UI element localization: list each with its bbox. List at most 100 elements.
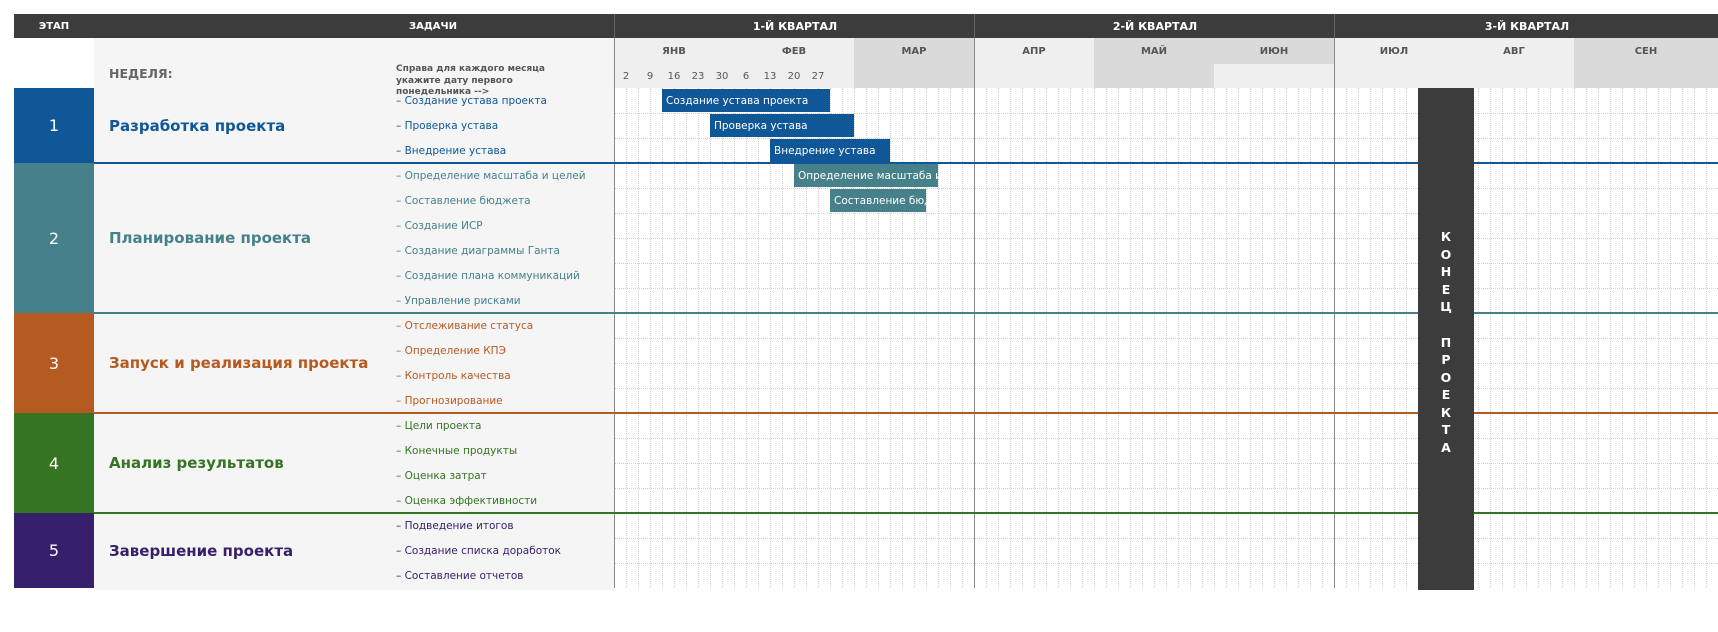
- project-end-letter: Н: [1440, 264, 1452, 279]
- task-label: – Создание устава проекта: [396, 94, 547, 107]
- month-6-header: ИЮН: [1214, 38, 1334, 64]
- grid-line-horizontal: [614, 138, 1718, 139]
- week-number: 2: [622, 70, 630, 82]
- task-label: – Управление рисками: [396, 294, 521, 307]
- grid-line-horizontal: [614, 238, 1718, 239]
- grid-line-horizontal: [614, 213, 1718, 214]
- month-2-week-cell: [734, 64, 854, 88]
- task-label: – Определение КПЭ: [396, 344, 506, 357]
- project-end-letter: А: [1441, 439, 1451, 455]
- grid-line-horizontal: [614, 188, 1718, 189]
- month-1-week-cell: [614, 64, 734, 88]
- task-label: – Контроль качества: [396, 369, 511, 382]
- grid-line-horizontal: [614, 538, 1718, 539]
- task-label: – Определение масштаба и целей: [396, 169, 586, 182]
- week-number: 16: [667, 70, 681, 82]
- grid-line-horizontal: [614, 338, 1718, 339]
- week-label: НЕДЕЛЯ:: [109, 66, 173, 81]
- project-end-letter: [1444, 316, 1448, 334]
- grid-line-horizontal: [614, 363, 1718, 364]
- stage-number: 5: [14, 513, 94, 588]
- task-panel: [94, 38, 614, 590]
- stage-number: 4: [14, 413, 94, 513]
- task-label: – Проверка устава: [396, 119, 499, 132]
- gantt-sheet: ЭТАП ЗАДАЧИ 1-Й КВАРТАЛ 2-Й КВАРТАЛ 3-Й …: [14, 14, 1718, 590]
- project-end-letter: Ц: [1440, 299, 1452, 314]
- task-label: – Оценка эффективности: [396, 494, 538, 507]
- task-bar[interactable]: Проверка устава: [710, 114, 854, 137]
- stage-name: Запуск и реализация проекта: [109, 354, 369, 372]
- task-label: – Создание диаграммы Ганта: [396, 244, 560, 257]
- grid-line-horizontal: [614, 263, 1718, 264]
- stage-header: ЭТАП: [14, 14, 94, 38]
- task-label: – Прогнозирование: [396, 394, 503, 407]
- project-end-letter: Р: [1441, 352, 1451, 367]
- grid-line-horizontal: [614, 463, 1718, 464]
- stage-name: Завершение проекта: [109, 541, 294, 560]
- project-end-letter: О: [1440, 369, 1452, 385]
- month-2-header: ФЕВ: [734, 38, 854, 64]
- month-8-week-cell: [1454, 64, 1574, 88]
- task-label: – Составление отчетов: [396, 569, 524, 582]
- task-bar[interactable]: Внедрение устава: [770, 139, 890, 162]
- month-5-week-cell: [1094, 64, 1214, 88]
- task-label: – Составление бюджета: [396, 194, 531, 207]
- quarter-1-label: 1-Й КВАРТАЛ: [752, 19, 838, 33]
- week-number: 30: [715, 70, 729, 82]
- month-7-header: ИЮЛ: [1334, 38, 1454, 64]
- stage-name: Разработка проекта: [109, 116, 286, 135]
- grid-line-horizontal: [614, 438, 1718, 439]
- task-label: – Подведение итогов: [396, 519, 514, 532]
- grid-line-horizontal: [614, 563, 1718, 564]
- month-4-week-cell: [974, 64, 1094, 88]
- task-label: – Отслеживание статуса: [396, 319, 534, 332]
- week-number: 23: [691, 70, 705, 82]
- month-7-week-cell: [1334, 64, 1454, 88]
- stage-name: Планирование проекта: [109, 229, 312, 247]
- stage-number: 3: [14, 313, 94, 413]
- grid-line-horizontal: [614, 388, 1718, 389]
- project-end-letter: К: [1440, 404, 1452, 420]
- month-9-week-cell: [1574, 64, 1718, 88]
- week-number: 9: [646, 70, 654, 82]
- stage-number: 2: [14, 163, 94, 313]
- task-bar[interactable]: Создание устава проекта: [662, 89, 830, 112]
- week-number: 13: [763, 70, 777, 82]
- project-end-letter: О: [1440, 246, 1452, 262]
- stage-separator: [94, 312, 1718, 314]
- quarter-2-label: 2-Й КВАРТАЛ: [1112, 19, 1198, 33]
- task-label: – Создание плана коммуникаций: [396, 269, 580, 282]
- task-label: – Внедрение устава: [396, 144, 507, 157]
- project-end-letter: Е: [1441, 387, 1451, 402]
- project-end-letter: К: [1440, 229, 1452, 244]
- month-3-week-cell: [854, 64, 974, 88]
- quarter-3-header: 3-Й КВАРТАЛ: [1334, 14, 1718, 38]
- stage-header-label: ЭТАП: [38, 20, 70, 32]
- month-3-header: МАР: [854, 38, 974, 64]
- task-label: – Цели проекта: [396, 419, 482, 432]
- task-label: – Оценка затрат: [396, 469, 487, 482]
- week-number: 6: [742, 70, 750, 82]
- month-5-header: МАЙ: [1094, 38, 1214, 64]
- grid-line-horizontal: [614, 488, 1718, 489]
- stage-separator: [94, 512, 1718, 514]
- quarter-1-header: 1-Й КВАРТАЛ: [614, 14, 975, 38]
- week-number: 20: [787, 70, 801, 82]
- month-6-week-cell: [1214, 64, 1334, 88]
- task-bar[interactable]: Определение масштаба и целей: [794, 164, 938, 187]
- quarter-3-label: 3-Й КВАРТАЛ: [1484, 19, 1570, 33]
- stage-separator: [94, 162, 1718, 164]
- project-end-marker: [1418, 88, 1474, 590]
- project-end-letter: Т: [1441, 422, 1451, 437]
- month-8-header: АВГ: [1454, 38, 1574, 64]
- task-label: – Конечные продукты: [396, 444, 518, 457]
- quarter-2-header: 2-Й КВАРТАЛ: [974, 14, 1335, 38]
- stage-name: Анализ результатов: [109, 454, 284, 472]
- task-label: – Создание ИСР: [396, 219, 483, 232]
- project-end-letter: П: [1440, 334, 1452, 350]
- tasks-header-label: ЗАДАЧИ: [409, 20, 457, 32]
- date-hint: Справа для каждого месяца укажите дату п…: [396, 64, 545, 97]
- task-label: – Создание списка доработок: [396, 544, 562, 557]
- task-bar[interactable]: Составление бюджета: [830, 189, 926, 212]
